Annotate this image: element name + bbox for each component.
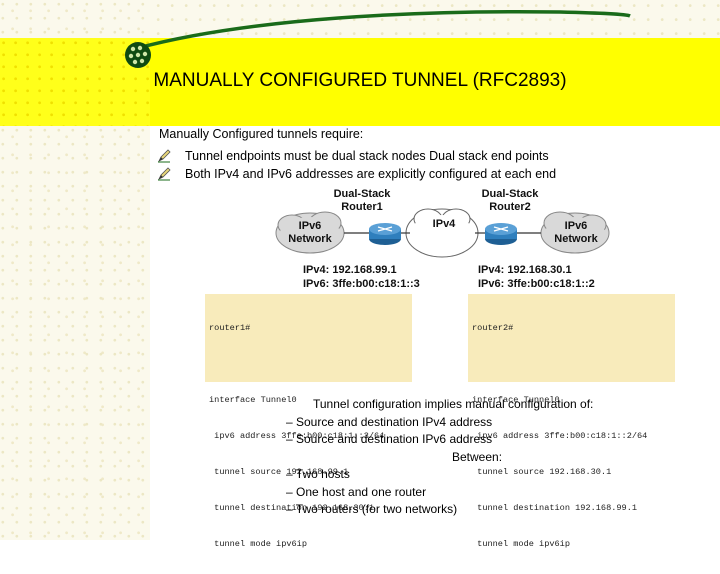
router2-ipv4-address: IPv4: 192.168.30.1 (478, 264, 572, 276)
config-line: router2# (472, 323, 514, 333)
config-line: ipv6 address 3ffe:b00:c18:1::2/64 (472, 431, 648, 441)
router-icon (485, 223, 517, 245)
config-line: tunnel source 192.168.99.1 (209, 467, 349, 477)
config-line: interface Tunnel0 (209, 395, 297, 405)
router1-config-box: router1# interface Tunnel0 ipv6 address … (205, 294, 412, 549)
router2-config-box: router2# interface Tunnel0 ipv6 address … (468, 294, 675, 549)
bullet-item: Both IPv4 and IPv6 addresses are explici… (157, 167, 556, 181)
globe-icon (125, 42, 151, 68)
notes-line: – Two routers (for two networks) (286, 502, 458, 516)
ipv4-cloud-label: IPv4 (433, 218, 457, 230)
notes-line: – Source and destination IPv4 address (286, 414, 493, 429)
router1-ipv4-address: IPv4: 192.168.99.1 (303, 264, 397, 276)
notes-line: – Source and destination IPv6 address (286, 432, 493, 446)
network-diagram: IPv6 Network IPv6 Network IPv4 (275, 188, 610, 290)
notes-line: – Two hosts (286, 467, 350, 481)
left-ipv6-network-cloud: IPv6 Network (275, 211, 345, 254)
right-ipv6-network-cloud: IPv6 Network (540, 211, 610, 254)
left-net-label-2: Network (288, 233, 332, 245)
config-line: router1# (209, 323, 251, 333)
right-net-label-2: Network (554, 233, 598, 245)
swoosh-decoration (137, 9, 631, 50)
config-line (209, 358, 408, 370)
bullet-item: Tunnel endpoints must be dual stack node… (157, 149, 549, 163)
intro-text: Manually Configured tunnels require: (159, 127, 364, 141)
config-line: interface Tunnel0 (472, 395, 560, 405)
router1-label-1: Dual-Stack (334, 188, 392, 200)
bullet-text: Both IPv4 and IPv6 addresses are explici… (185, 167, 557, 181)
slide-title: MANUALLY CONFIGURED TUNNEL (RFC2893) (153, 70, 567, 91)
config-line: tunnel destination 192.168.30.1 (209, 503, 375, 513)
cloud-icon: IPv4 (405, 208, 479, 258)
config-line (472, 358, 671, 370)
notes-heading: Tunnel configuration implies manual conf… (313, 397, 594, 411)
right-net-label-1: IPv6 (565, 220, 588, 232)
bullet-text: Tunnel endpoints must be dual stack node… (185, 149, 549, 163)
router1-label-2: Router1 (341, 201, 383, 213)
slide: MANUALLY CONFIGURED TUNNEL (RFC2893) Man… (0, 0, 720, 549)
config-line: tunnel destination 192.168.99.1 (472, 503, 638, 513)
config-line: tunnel source 192.168.30.1 (472, 467, 612, 477)
notes-block: Tunnel configuration implies manual conf… (286, 396, 593, 519)
notes-between: Between: (452, 449, 503, 464)
pencil-bullet-icon (158, 149, 171, 163)
router2-label-2: Router2 (489, 201, 531, 213)
title-bar-pattern (0, 38, 150, 126)
pencil-bullet-icon (158, 167, 171, 181)
config-line: ipv6 address 3ffe:b00:c18:1::3/64 (209, 431, 385, 441)
router2-ipv6-address: IPv6: 3ffe:b00:c18:1::2 (478, 278, 595, 290)
router2-label-1: Dual-Stack (482, 188, 540, 200)
notes-line: – One host and one router (286, 484, 427, 499)
left-net-label-1: IPv6 (299, 220, 322, 232)
router1-ipv6-address: IPv6: 3ffe:b00:c18:1::3 (303, 278, 420, 290)
router-icon (369, 223, 401, 245)
